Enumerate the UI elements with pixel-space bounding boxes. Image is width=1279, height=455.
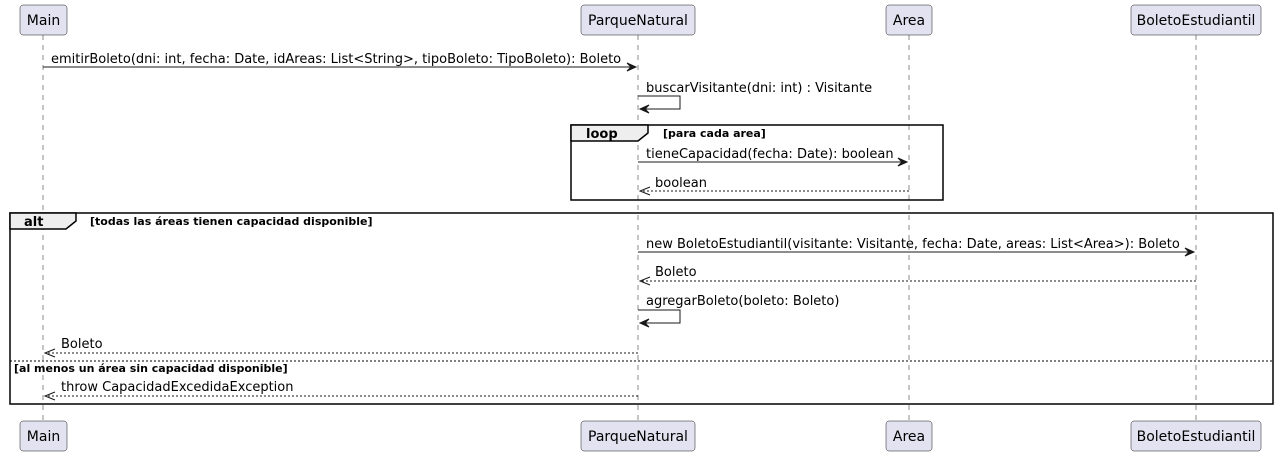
arrowhead-icon — [897, 157, 909, 167]
message-label: throw CapacidadExcedidaException — [61, 380, 294, 395]
message-agregar-boleto: agregarBoleto(boleto: Boleto) — [638, 294, 839, 328]
message-label: buscarVisitante(dni: int) : Visitante — [646, 81, 872, 96]
arrowhead-icon — [638, 104, 650, 114]
participant-area-bottom[interactable]: Area — [885, 420, 933, 452]
alt-else-guard: [al menos un área sin capacidad disponib… — [14, 362, 288, 375]
participant-label: Area — [893, 429, 925, 445]
participant-label: BoletoEstudiantil — [1137, 429, 1256, 445]
message-tiene-capacidad: tieneCapacidad(fecha: Date): boolean — [638, 147, 909, 167]
participant-main-bottom[interactable]: Main — [19, 420, 68, 452]
participant-parque-bottom[interactable]: ParqueNatural — [580, 420, 696, 452]
open-arrow-icon — [638, 186, 651, 196]
message-label: Boleto — [655, 265, 697, 280]
participant-label: Main — [27, 429, 60, 445]
participant-area-top[interactable]: Area — [885, 4, 933, 36]
participant-boleto-top[interactable]: BoletoEstudiantil — [1130, 4, 1262, 36]
message-label: Boleto — [61, 337, 103, 352]
participant-label: Area — [893, 13, 925, 29]
loop-keyword: loop — [586, 127, 618, 142]
arrowhead-icon — [626, 62, 638, 72]
message-label: new BoletoEstudiantil(visitante: Visitan… — [646, 237, 1180, 252]
open-arrow-icon — [43, 391, 56, 401]
message-label: agregarBoleto(boleto: Boleto) — [646, 294, 839, 309]
message-new-boleto: new BoletoEstudiantil(visitante: Visitan… — [638, 237, 1196, 257]
participant-main-top[interactable]: Main — [19, 4, 68, 36]
message-label: emitirBoleto(dni: int, fecha: Date, idAr… — [51, 52, 621, 67]
message-emitir-boleto: emitirBoleto(dni: int, fecha: Date, idAr… — [43, 52, 638, 72]
alt-guard: [todas las áreas tienen capacidad dispon… — [90, 215, 373, 228]
message-throw-exception: throw CapacidadExcedidaException — [43, 380, 638, 401]
arrowhead-icon — [638, 318, 650, 328]
loop-fragment: loop [para cada area] — [570, 124, 944, 201]
open-arrow-icon — [638, 276, 651, 286]
loop-guard: [para cada area] — [663, 127, 766, 140]
arrowhead-icon — [1184, 247, 1196, 257]
message-return-boolean: boolean — [638, 176, 909, 196]
participant-label: BoletoEstudiantil — [1137, 13, 1256, 29]
participants-bottom: Main ParqueNatural Area BoletoEstudianti… — [19, 420, 1262, 452]
participant-label: ParqueNatural — [588, 429, 688, 445]
open-arrow-icon — [43, 348, 56, 358]
participant-label: Main — [27, 13, 60, 29]
participant-parque-top[interactable]: ParqueNatural — [580, 4, 696, 36]
alt-keyword: alt — [24, 215, 43, 230]
participant-boleto-bottom[interactable]: BoletoEstudiantil — [1130, 420, 1262, 452]
message-return-boleto-main: Boleto — [43, 337, 638, 358]
alt-fragment: alt [todas las áreas tienen capacidad di… — [9, 212, 1274, 405]
message-label: boolean — [655, 176, 707, 191]
message-return-boleto: Boleto — [638, 265, 1196, 286]
participants-top: Main ParqueNatural Area BoletoEstudianti… — [19, 4, 1262, 36]
participant-label: ParqueNatural — [588, 13, 688, 29]
message-buscar-visitante: buscarVisitante(dni: int) : Visitante — [638, 81, 872, 114]
message-label: tieneCapacidad(fecha: Date): boolean — [646, 147, 894, 162]
